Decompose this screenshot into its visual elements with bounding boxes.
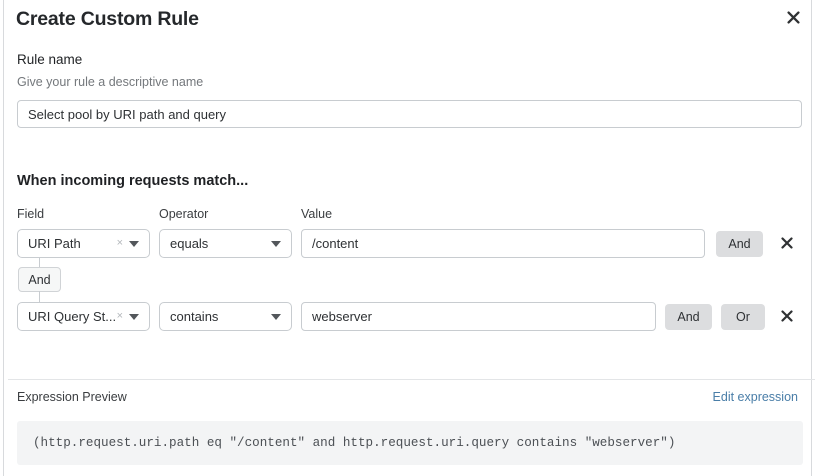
chevron-down-icon[interactable]	[271, 313, 281, 320]
rule-name-help-text: Give your rule a descriptive name	[17, 75, 204, 89]
operator-select-1-value: equals	[170, 236, 209, 251]
column-header-field: Field	[17, 207, 45, 221]
or-button-2[interactable]: Or	[721, 304, 765, 330]
create-custom-rule-dialog: Create Custom Rule Rule name Give your r…	[3, 0, 815, 476]
column-header-operator: Operator	[159, 207, 209, 221]
divider	[8, 379, 815, 380]
match-section-heading: When incoming requests match...	[17, 173, 249, 189]
operator-select-1[interactable]: equals	[159, 229, 292, 258]
delete-condition-icon-2[interactable]	[776, 303, 798, 329]
and-button-2[interactable]: And	[665, 304, 712, 330]
chevron-down-icon[interactable]	[129, 313, 139, 320]
clear-icon[interactable]: ×	[116, 310, 123, 322]
field-select-2[interactable]: URI Query St... ×	[17, 302, 150, 331]
condition-row: URI Query St... × contains And Or	[4, 302, 811, 332]
column-header-value: Value	[301, 207, 333, 221]
operator-select-2-value: contains	[170, 309, 219, 324]
field-select-1[interactable]: URI Path ×	[17, 229, 150, 258]
clear-icon[interactable]: ×	[116, 237, 123, 249]
expression-preview-code: (http.request.uri.path eq "/content" and…	[17, 421, 803, 465]
close-icon[interactable]	[782, 6, 804, 28]
chevron-down-icon[interactable]	[271, 240, 281, 247]
value-input-1[interactable]	[301, 229, 705, 258]
rule-name-label: Rule name	[17, 52, 83, 67]
delete-condition-icon-1[interactable]	[776, 230, 798, 256]
rule-name-input[interactable]	[17, 100, 802, 128]
value-input-2[interactable]	[301, 302, 656, 331]
and-button-1[interactable]: And	[716, 231, 763, 257]
expression-preview-label: Expression Preview	[17, 390, 127, 404]
edit-expression-link[interactable]: Edit expression	[712, 390, 798, 404]
page-title: Create Custom Rule	[16, 8, 199, 30]
condition-row: URI Path × equals And	[4, 229, 811, 259]
field-select-1-value: URI Path	[28, 236, 81, 251]
chevron-down-icon[interactable]	[129, 240, 139, 247]
operator-select-2[interactable]: contains	[159, 302, 292, 331]
field-select-2-value: URI Query St...	[28, 309, 115, 324]
connector-line-bottom	[39, 291, 40, 302]
connector-and-badge[interactable]: And	[18, 267, 61, 292]
connector-line-top	[39, 258, 40, 268]
